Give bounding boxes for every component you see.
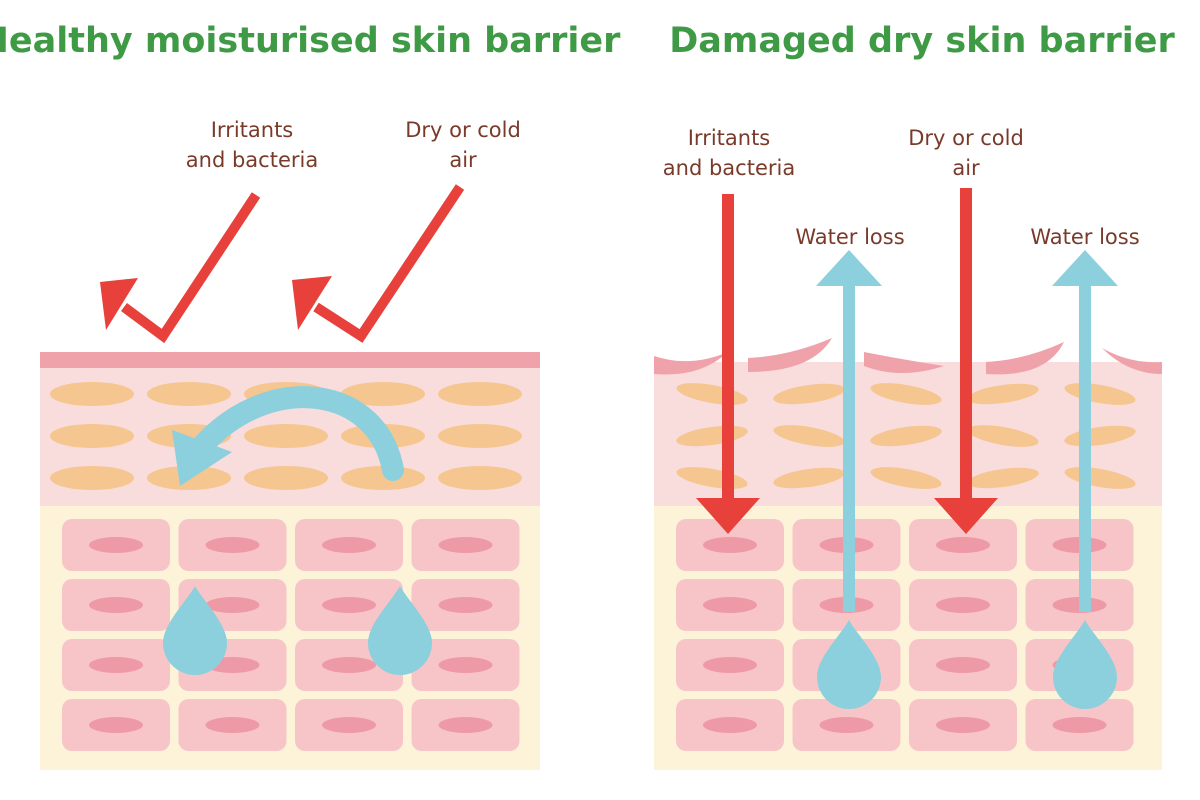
lipid	[773, 467, 845, 489]
water-droplet-icon	[368, 586, 432, 675]
cell-nucleus	[703, 657, 757, 673]
water-droplet-icon	[817, 620, 881, 709]
deflected-irritants-arrow	[100, 192, 261, 344]
lipid	[50, 466, 134, 490]
healthy-irritants-label-line1: Irritants	[211, 118, 294, 142]
lipid	[244, 466, 328, 490]
lipid	[244, 424, 328, 448]
water-droplet-icon	[163, 586, 227, 675]
lipid	[870, 467, 942, 489]
healthy-air-label-line2: air	[449, 148, 477, 172]
cell-nucleus	[438, 717, 493, 733]
water-loss-arrow	[816, 250, 882, 612]
lipid	[438, 424, 522, 448]
healthy-barrier-film	[40, 352, 540, 368]
lipid	[147, 382, 231, 406]
cell-nucleus	[205, 717, 260, 733]
broken-barrier-film	[654, 338, 1162, 375]
water-loss-label: Water loss	[795, 225, 904, 249]
lipid	[438, 382, 522, 406]
healthy-panel: Irritants and bacteria Dry or cold air	[40, 118, 540, 770]
lipid	[341, 382, 425, 406]
damaged-panel: Irritants and bacteria Dry or cold air W…	[654, 126, 1162, 770]
damaged-irritants-label-line1: Irritants	[688, 126, 771, 150]
healthy-air-label-line1: Dry or cold	[405, 118, 521, 142]
healthy-cell-grid	[62, 519, 520, 751]
cell-nucleus	[936, 717, 990, 733]
lipid	[341, 466, 425, 490]
water-loss-label: Water loss	[1030, 225, 1139, 249]
lipid	[50, 424, 134, 448]
deflected-air-arrow	[292, 184, 465, 343]
lipid	[50, 382, 134, 406]
lipid	[967, 383, 1039, 405]
lipid	[870, 383, 942, 405]
cell-nucleus	[322, 537, 376, 553]
cell-nucleus	[1052, 717, 1107, 733]
damaged-title: Damaged dry skin barrier	[669, 21, 1175, 61]
healthy-title: Healthy moisturised skin barrier	[0, 21, 621, 61]
cell-nucleus	[89, 717, 143, 733]
cell-nucleus	[322, 657, 376, 673]
water-loss-arrow	[1052, 250, 1118, 612]
lipid	[773, 425, 845, 447]
cell-nucleus	[322, 597, 376, 613]
damaged-air-label-line2: air	[952, 156, 980, 180]
damaged-air-label-line1: Dry or cold	[908, 126, 1024, 150]
lipid	[967, 467, 1039, 489]
cell-nucleus	[89, 537, 143, 553]
cell-nucleus	[936, 537, 990, 553]
cell-nucleus	[89, 597, 143, 613]
cell-nucleus	[819, 717, 874, 733]
cell-nucleus	[703, 717, 757, 733]
cell-nucleus	[205, 537, 260, 553]
water-retention-arrow	[172, 386, 404, 486]
cell-nucleus	[703, 537, 757, 553]
cell-nucleus	[703, 597, 757, 613]
lipid	[870, 425, 942, 447]
healthy-irritants-label-line2: and bacteria	[186, 148, 318, 172]
lipid	[967, 425, 1039, 447]
cell-nucleus	[936, 597, 990, 613]
irritants-penetrating-arrow	[696, 194, 760, 534]
cell-nucleus	[936, 657, 990, 673]
lipid	[773, 383, 845, 405]
cell-nucleus	[205, 597, 260, 613]
air-penetrating-arrow	[934, 188, 998, 534]
cell-nucleus	[438, 537, 493, 553]
damaged-irritants-label-line2: and bacteria	[663, 156, 795, 180]
water-droplet-icon	[1053, 620, 1117, 709]
cell-nucleus	[89, 657, 143, 673]
cell-nucleus	[322, 717, 376, 733]
lipid	[438, 466, 522, 490]
cell-nucleus	[438, 597, 493, 613]
cell-nucleus	[438, 657, 493, 673]
